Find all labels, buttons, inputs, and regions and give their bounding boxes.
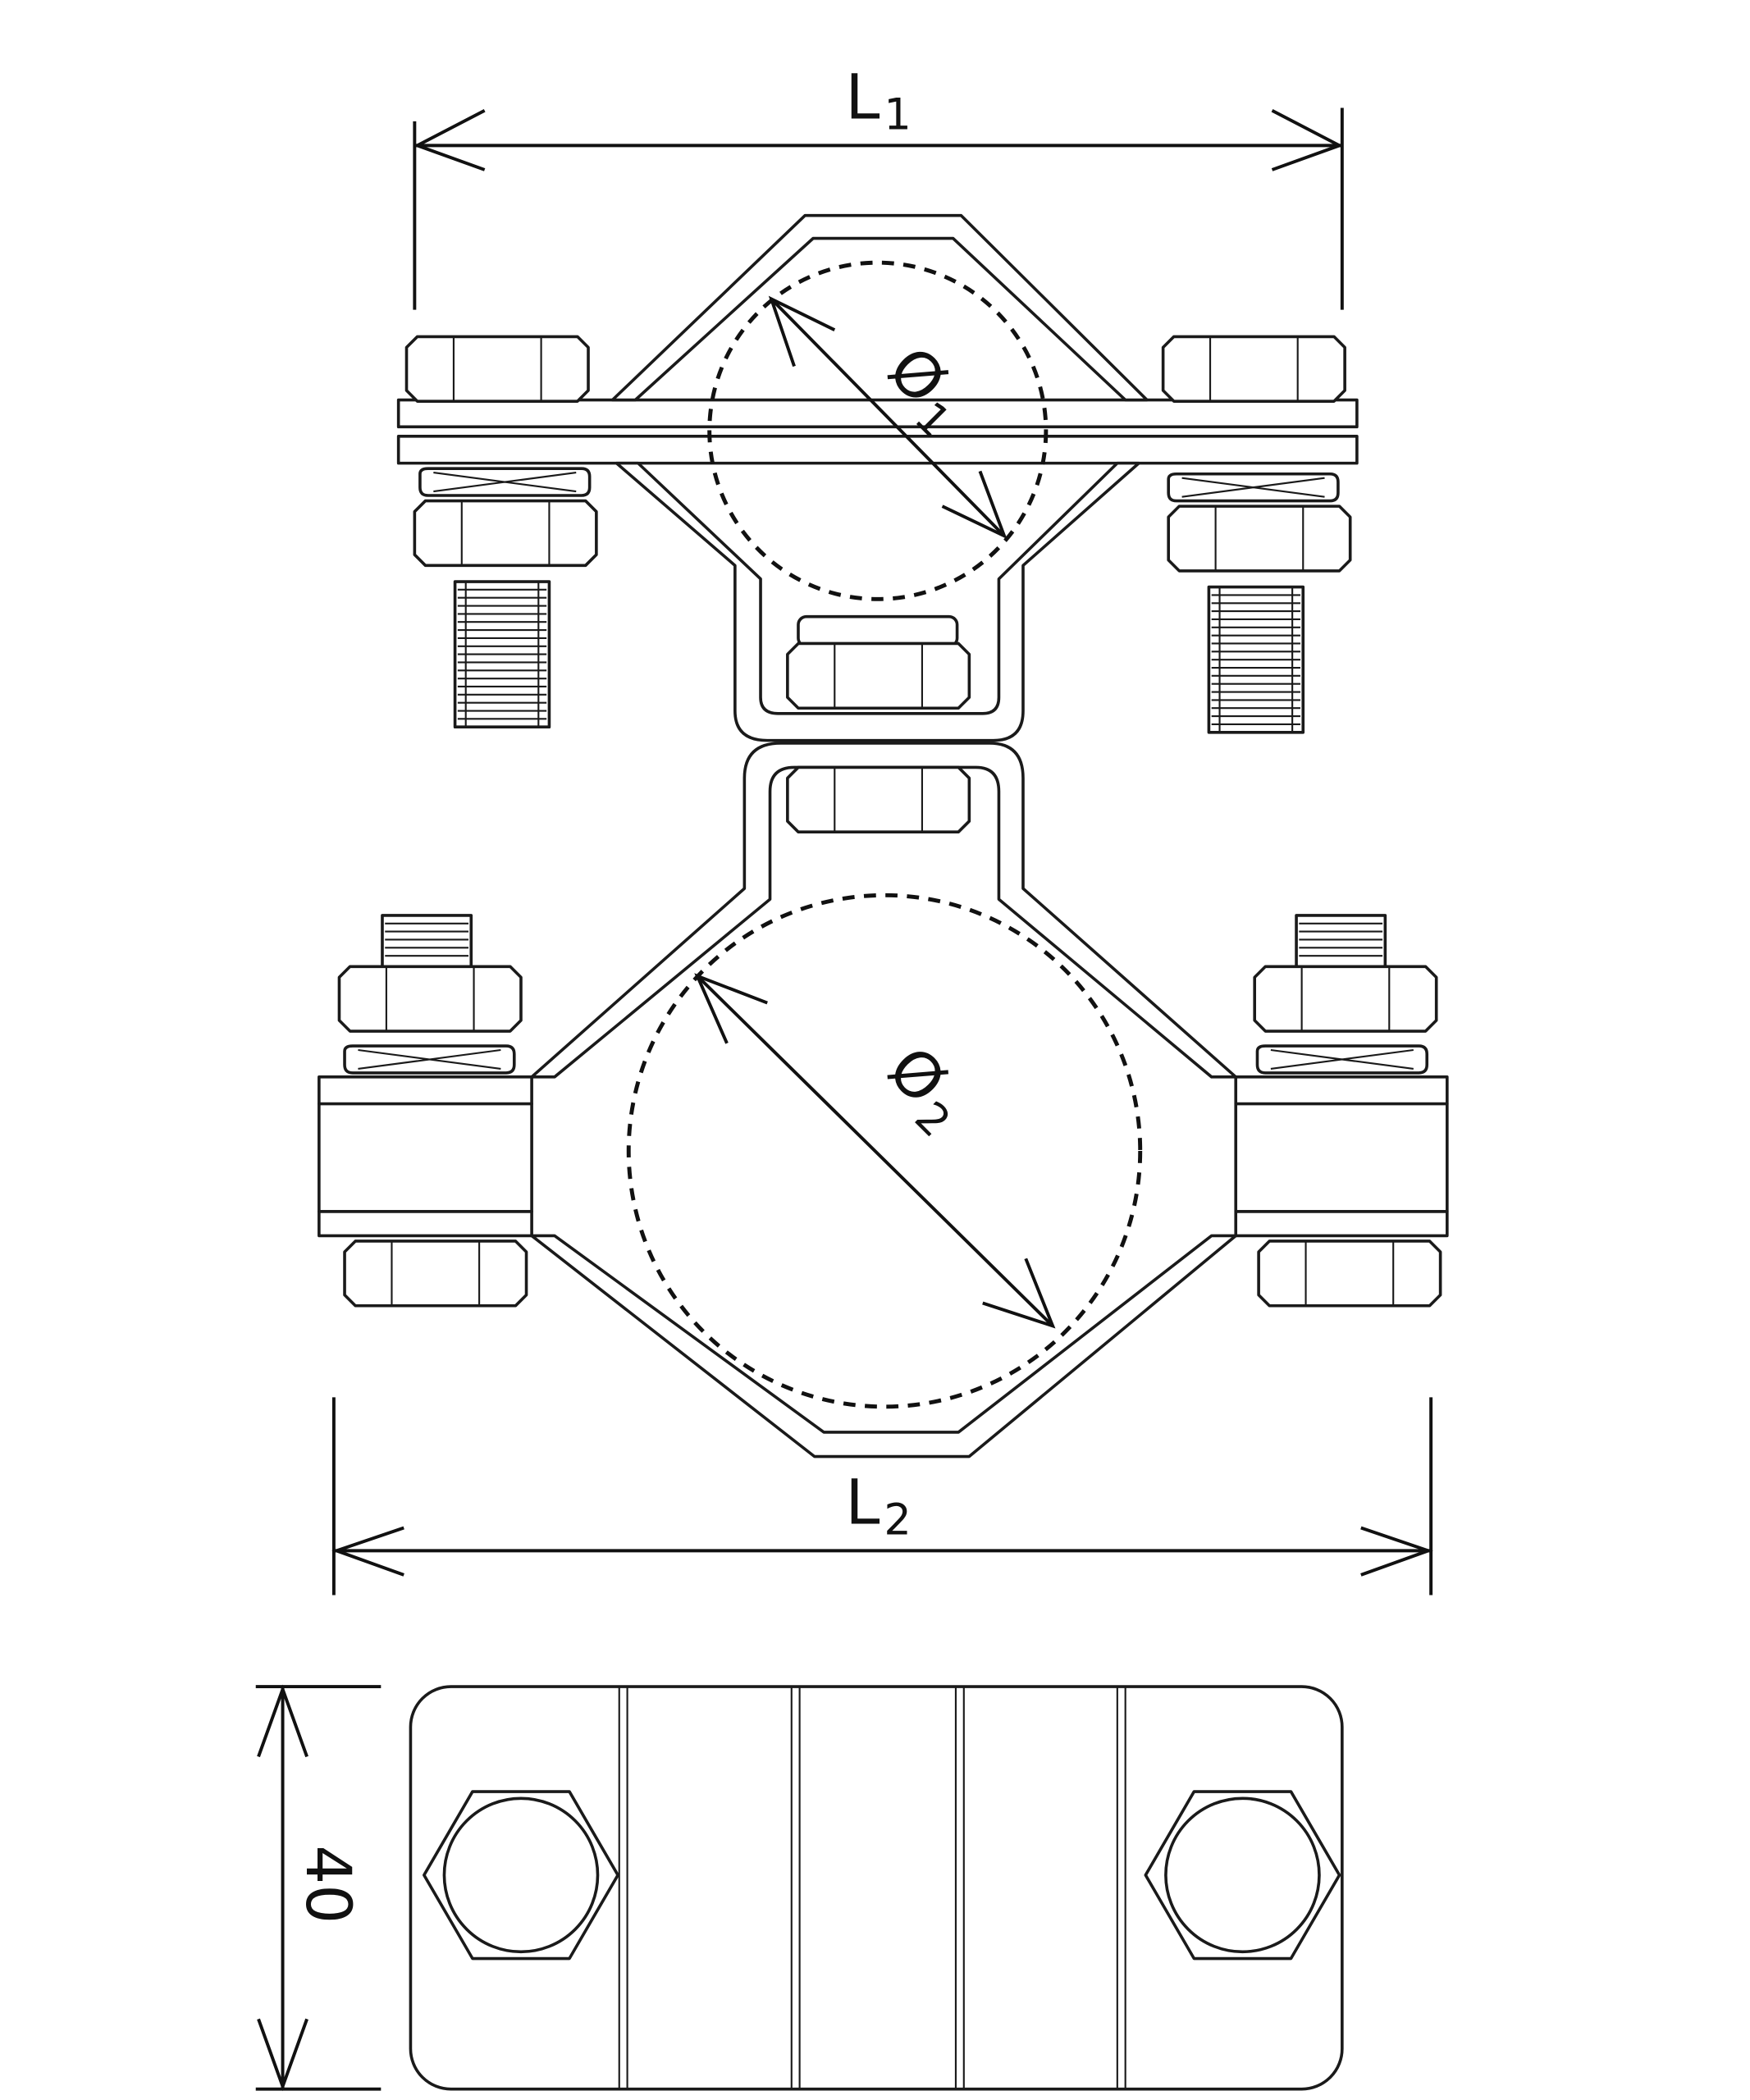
threaded-stub-left [381,914,473,969]
l1-label: L [845,62,880,134]
d2-text: Ø2 [868,1033,982,1147]
clamp-top-view [409,1685,1344,2091]
dimension-d2: Ø2 [694,973,1056,1329]
nut-right [1167,504,1352,573]
pipe-circle-d1 [707,260,1049,601]
width-label: 40 [292,1845,364,1924]
d1-text: Ø1 [868,333,982,447]
threaded-rod-left [453,580,551,729]
bolt-head-top-right [1161,335,1346,403]
threaded-rod-right [1207,585,1305,734]
dimension-width: 40 [255,1684,382,2092]
nut-lower-right [1253,965,1438,1033]
l2-label: L [845,1467,880,1539]
nut-lower-left [337,965,523,1033]
upper-clamp: Ø1 [396,213,1359,742]
l2-subscript: 2 [884,1495,911,1545]
pipe-circle-d2 [626,892,1143,1409]
spring-washer-right [1167,472,1340,503]
spring-washer-left [418,467,592,497]
bolt-head-lower-right [1257,1239,1442,1308]
bolt-head-top-left [404,335,590,403]
spring-washer-lower-left [343,1044,516,1075]
center-nut-lower [786,765,971,834]
nut-left [413,499,598,568]
threaded-stub-right [1295,914,1387,969]
bolt-head-lower-left [343,1239,528,1308]
spring-washer-lower-right [1255,1044,1429,1075]
l1-subscript: 1 [884,90,911,140]
lower-clamp: Ø2 [318,742,1449,1459]
center-nut-upper [786,641,971,710]
